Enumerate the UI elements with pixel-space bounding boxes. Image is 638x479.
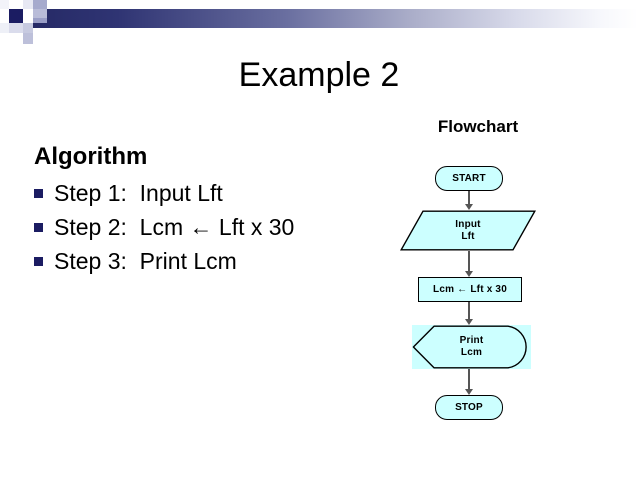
decor-square-mid-b <box>23 23 33 33</box>
decor-square-navy <box>9 9 23 23</box>
algorithm-step-label: Step 2: Lcm ← Lft x 30 <box>54 214 295 240</box>
list-item: Step 3: Print Lcm <box>34 244 384 278</box>
flowchart-node-input-label-1: Input <box>455 218 481 230</box>
flowchart-node-process: Lcm ← Lft x 30 <box>418 277 522 302</box>
header-gradient-bar <box>33 9 638 28</box>
decor-square-mid-c <box>33 0 47 9</box>
flowchart-node-start-label: START <box>452 172 486 184</box>
decor-square-pale-a <box>23 0 33 9</box>
decor-square-white-b <box>23 9 33 23</box>
algorithm-step-list: Step 1: Input Lft Step 2: Lcm ← Lft x 30… <box>34 176 384 278</box>
flowchart-title: Flowchart <box>437 117 519 136</box>
flowchart-node-start: START <box>435 166 503 191</box>
flowchart-node-process-label: Lcm ← Lft x 30 <box>433 283 507 295</box>
decor-square-pale-b <box>0 23 9 33</box>
flowchart-arrow-start-input <box>463 191 474 210</box>
flowchart-arrow-print-stop <box>463 369 474 396</box>
decor-square-white-a <box>0 0 9 9</box>
bullet-square-icon <box>34 189 43 198</box>
flowchart-node-stop: STOP <box>435 395 503 420</box>
flowchart-node-print-label-2: Lcm <box>460 347 483 358</box>
flowchart-node-input: Input Lft <box>400 210 536 251</box>
flowchart-node-input-text: Input Lft <box>455 219 480 243</box>
algorithm-step-label: Step 3: Print Lcm <box>54 248 237 274</box>
flowchart-node-input-label-2: Lft <box>461 230 475 242</box>
flowchart-node-print-label-1: Print <box>459 335 484 346</box>
decor-square-mid-a <box>33 9 47 18</box>
flowchart-arrow-input-process <box>463 251 474 278</box>
bullet-square-icon <box>34 223 43 232</box>
parallelogram-icon <box>400 210 536 251</box>
algorithm-step-label: Step 1: Input Lft <box>54 180 223 206</box>
flowchart-node-stop-label: STOP <box>455 401 483 413</box>
decor-square-mid-d <box>9 23 23 33</box>
algorithm-section: Algorithm Step 1: Input Lft Step 2: Lcm … <box>34 142 384 278</box>
flowchart-node-print: Print Lcm <box>412 325 531 369</box>
display-shape-icon <box>412 325 527 369</box>
algorithm-heading: Algorithm <box>34 143 148 170</box>
page-title: Example 2 <box>238 56 400 94</box>
decor-square-mid-e <box>33 18 47 23</box>
flowchart-node-print-text: Print Lcm <box>460 335 484 359</box>
decor-square-mid-f <box>23 33 33 44</box>
list-item: Step 1: Input Lft <box>34 176 384 210</box>
flowchart-arrow-process-print <box>463 302 474 326</box>
bullet-square-icon <box>34 257 43 266</box>
list-item: Step 2: Lcm ← Lft x 30 <box>34 210 384 244</box>
